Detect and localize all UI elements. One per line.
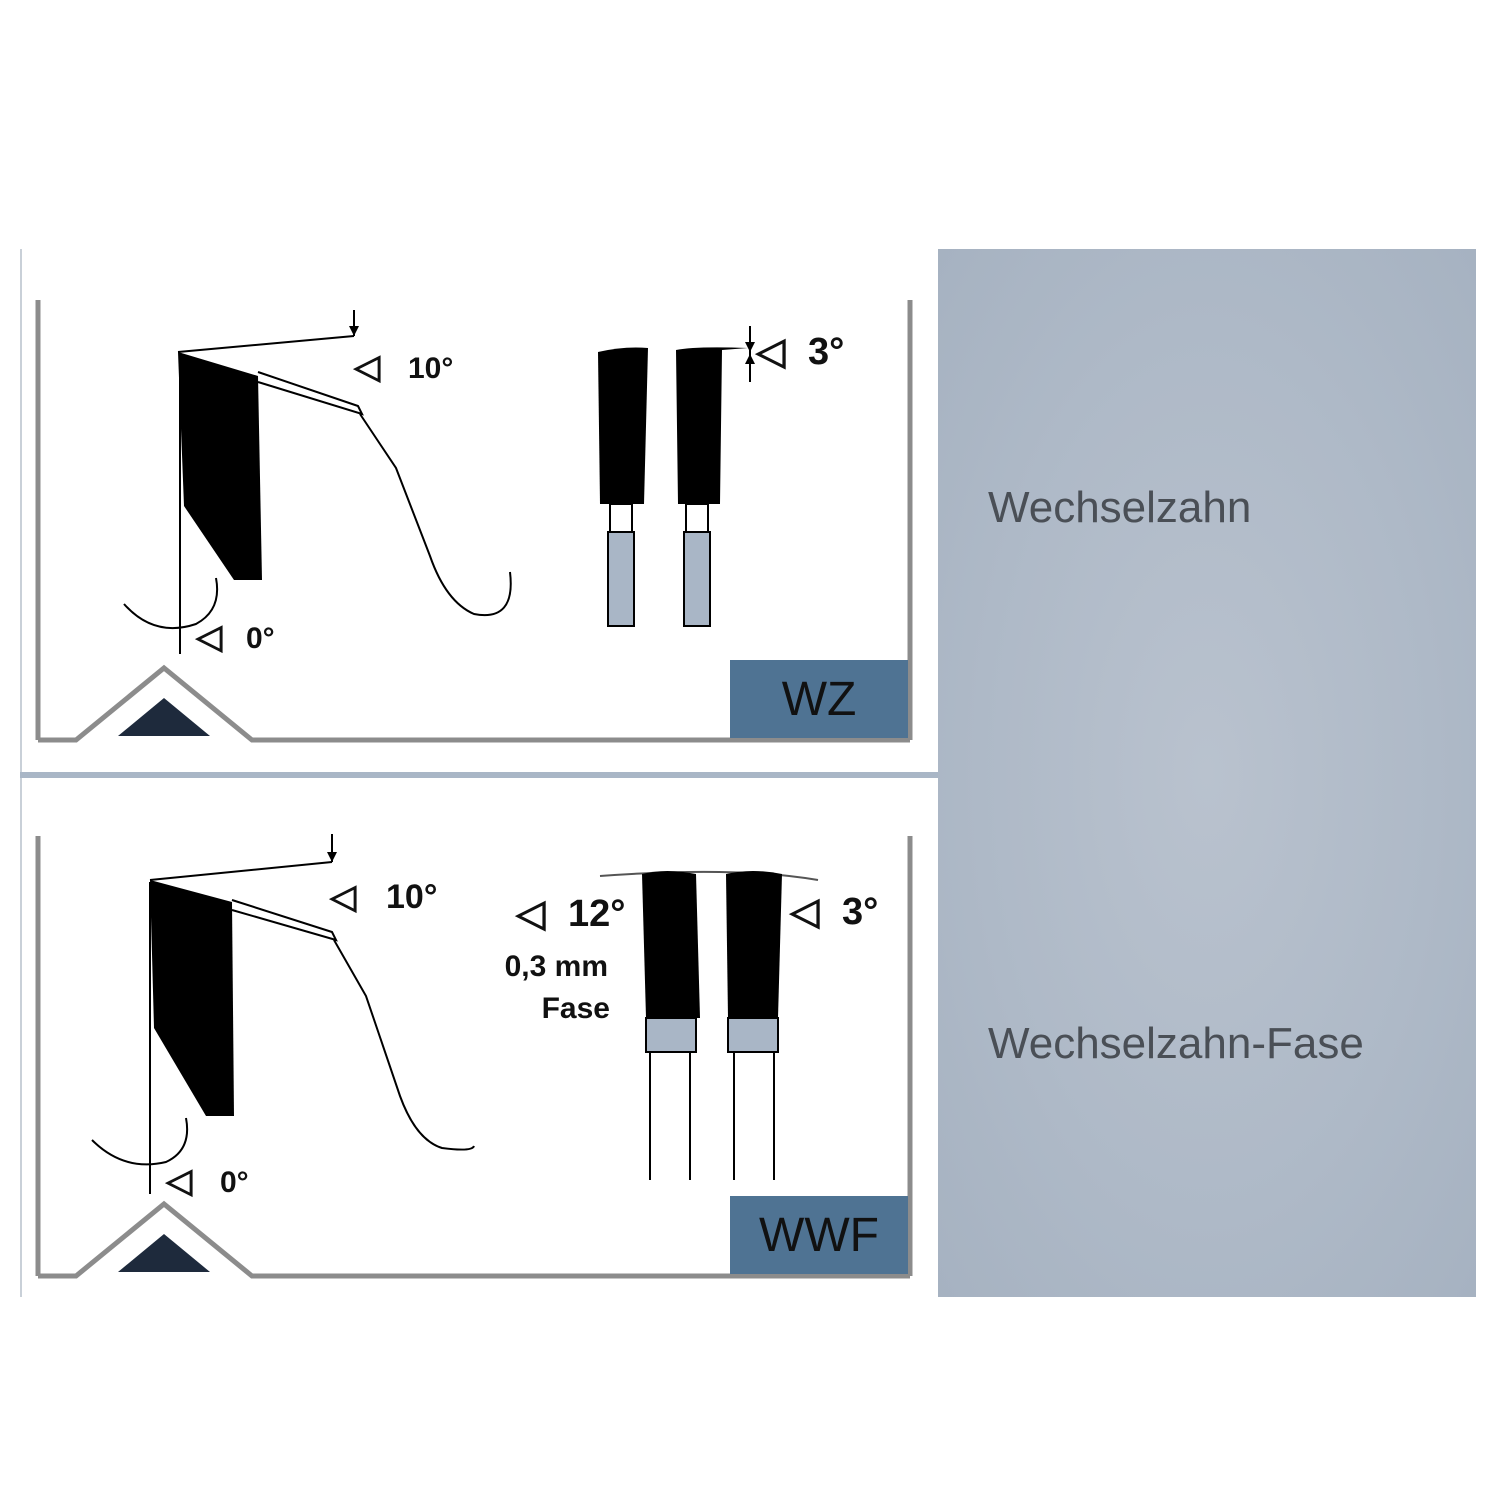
tooth-name-wz: Wechselzahn [988, 483, 1252, 532]
carbide-tooth [178, 352, 262, 580]
blade-body-left [607, 531, 635, 627]
chamfer-type-label: Fase [542, 992, 610, 1025]
clearance-reference-line [149, 861, 333, 881]
gullet-curve [333, 939, 475, 1151]
clearance-angle-label: 10° [408, 352, 453, 385]
tooth-back-edge [257, 371, 364, 416]
baseline-with-peak [38, 664, 910, 743]
chamfer-size-label: 0,3 mm [505, 950, 608, 983]
clearance-reference-line [177, 335, 355, 353]
rake-arc [123, 577, 218, 630]
rake-arc [91, 1117, 188, 1166]
front-tooth-left [598, 347, 648, 504]
chamfer-reference-arc [599, 870, 819, 881]
side-angle-symbol: ◁ [788, 891, 820, 933]
front-tooth-left [642, 871, 700, 1018]
rake-angle-symbol: ◁ [164, 1162, 193, 1200]
diagram-panel-wz: ◁ 10° ◁ 0° ◁ 3° WZ [35, 292, 913, 744]
tooth-code-badge: WZ [730, 660, 908, 738]
panel-frame [35, 300, 913, 740]
chamfer-angle-label: 12° [568, 893, 625, 935]
chamfer-band-right [727, 1017, 779, 1053]
side-angle-arrow-head-bottom [745, 354, 755, 364]
side-angle-arrow-head-top [745, 342, 755, 352]
rake-angle-label: 0° [220, 1166, 249, 1199]
clearance-angle-symbol: ◁ [328, 878, 357, 916]
chamfer-angle-symbol: ◁ [514, 893, 546, 935]
direction-triangle-icon [118, 1234, 210, 1272]
tooth-name-panel: Wechselzahn Wechselzahn-Fase [938, 249, 1476, 1297]
tooth-name-wwf: Wechselzahn-Fase [988, 1019, 1364, 1068]
side-angle-symbol: ◁ [754, 331, 786, 373]
panel-frame [35, 836, 913, 1276]
direction-triangle-icon [118, 698, 210, 736]
carbide-tooth [150, 880, 234, 1116]
gullet-curve [359, 413, 512, 617]
tooth-front-profile [598, 326, 755, 627]
rake-angle-symbol: ◁ [194, 618, 223, 656]
clearance-arrow-head [349, 326, 359, 336]
tooth-diagram-wz: ◁ 10° ◁ 0° ◁ 3° [35, 300, 913, 743]
baseline-with-peak [38, 1200, 910, 1279]
tooth-side-profile [91, 834, 475, 1194]
panel-divider [20, 772, 938, 778]
tooth-side-profile [123, 310, 512, 654]
side-angle-label: 3° [808, 331, 844, 373]
tooth-neck-left [609, 503, 633, 533]
chamfer-band-left [645, 1017, 697, 1053]
side-angle-label: 3° [842, 891, 878, 933]
rake-angle-label: 0° [246, 622, 275, 655]
clearance-angle-label: 10° [386, 878, 437, 916]
front-tooth-right [726, 871, 782, 1018]
blade-body-right [683, 531, 711, 627]
tooth-diagram-wwf: ◁ 10° ◁ 0° ◁ 12° 0,3 mm Fase ◁ 3° [35, 834, 913, 1279]
tooth-neck-right [685, 503, 709, 533]
diagram-panel-wwf: ◁ 10° ◁ 0° ◁ 12° 0,3 mm Fase ◁ 3° WWF [35, 828, 913, 1280]
front-tooth-right [676, 347, 748, 504]
clearance-arrow-head [327, 852, 337, 862]
clearance-angle-symbol: ◁ [352, 348, 381, 386]
tooth-code-badge: WWF [730, 1196, 908, 1274]
tooth-back-edge [231, 899, 338, 942]
tooth-front-profile [599, 870, 819, 1180]
